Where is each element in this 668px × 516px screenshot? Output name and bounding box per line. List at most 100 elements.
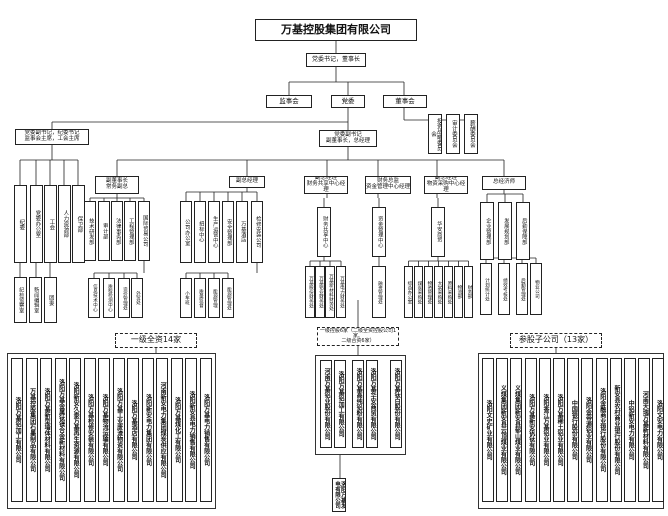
division-4-sub-3: 大宗采购处	[434, 266, 443, 318]
shareholding-company-12-label: 洛阳文安电力有限公司	[655, 400, 663, 460]
holding-company-0: 河南万基铝业股份有限公司	[320, 360, 332, 448]
wholly-owned-company-7: 洛阳万基工业废渣物资有限公司	[112, 358, 125, 502]
division-5-sub-2: 后勤管理处	[516, 263, 528, 315]
shareholding-company-9-label: 新安县农村商业银行股份有限公司	[612, 385, 620, 475]
shareholding-company-11-label: 河南天瑞万基新材料有限公司	[641, 391, 649, 469]
wholly-owned-company-3-label: 洛阳万基金属钛镁合金新材料有限公司	[57, 379, 65, 481]
division-4-sub-5-label: 物流部	[456, 285, 462, 299]
division-4-sub-4-label: 原料采购处	[446, 280, 452, 304]
division-0-sub-0-label: 信息技术中心	[92, 284, 98, 312]
left-unit-2: 工会	[44, 185, 57, 263]
division-1-unit-0-label: 公司办公室	[183, 218, 190, 246]
left-unit-4-label: 保卫部	[76, 215, 83, 233]
shareholding-company-4: 洛阳香江万基铝业有限公司	[538, 358, 551, 502]
division-2-head-line-1: 财务共享中心经理	[306, 181, 346, 193]
division-1-sub-2: 能源管理	[208, 278, 220, 318]
division-4-unit-0: 华安商贸	[431, 207, 445, 257]
division-0-unit-4: 国际贸易公司	[138, 201, 150, 261]
holding-company-4: 洛阳万基钛白股份有限公司	[390, 360, 402, 448]
shareholding-company-12: 洛阳文安电力有限公司	[652, 358, 665, 502]
division-4-sub-2: 物资管理处	[424, 266, 433, 318]
party-committee: 党委	[331, 95, 365, 108]
left-unit-3-label: 人力资源部	[62, 210, 69, 238]
division-0-unit-3-label: 工程管理部	[127, 217, 134, 245]
division-0-sub-3: 外贸处	[131, 278, 143, 318]
division-0-unit-1: 审计部	[98, 201, 110, 261]
division-5-head-line-0: 总经济师	[492, 179, 515, 186]
wholly-owned-company-11: 洛阳万基煤化工有限公司	[170, 358, 183, 502]
board-committee-2: 薪酬委员会	[464, 114, 478, 154]
holding-company-1-label: 洛阳万基铝加工有限公司	[337, 371, 345, 437]
holding-company-1: 洛阳万基铝加工有限公司	[334, 360, 346, 448]
wholly-owned-group-label-label: 一级全资14家	[130, 335, 182, 345]
wholly-owned-company-7-label: 洛阳万基工业废渣物资有限公司	[115, 388, 123, 472]
division-2-sub-0-label: 万基股份财务处	[308, 275, 314, 309]
division-4-sub-5: 物流部	[454, 266, 463, 318]
shareholding-company-5: 洛阳万基稀土铝业有限公司	[553, 358, 565, 502]
division-0-sub-3-label: 外贸处	[135, 291, 141, 305]
division-3-head: 财务总监资金管理中心经理	[365, 176, 411, 194]
deputy-party-secretary: 党委副书记，纪委书记监事会主席，工会主席	[15, 129, 89, 145]
wholly-owned-company-1: 万基控股集团石墨制品有限公司	[25, 358, 38, 502]
division-1-sub-2-label: 能源管理	[212, 288, 218, 308]
division-5-sub-3: 物业公司	[530, 263, 542, 315]
division-1-unit-0: 公司办公室	[180, 201, 192, 263]
holding-company-3-label: 洛阳万基华安商贸有限公司	[369, 368, 377, 440]
wholly-owned-company-12-label: 洛阳新安县电力销售有限公司	[188, 391, 196, 469]
division-0-unit-2: 法律事务部	[111, 201, 123, 261]
division-1-head-line-0: 副总经理	[235, 178, 258, 185]
wholly-owned-company-9: 洛阳新安电力集团有限公司	[141, 358, 154, 502]
division-1-sub-1-label: 质量监督	[198, 288, 204, 308]
holding-company-3: 洛阳万基华安商贸有限公司	[366, 360, 378, 448]
division-5-unit-2-label: 后勤保障部	[520, 217, 527, 245]
division-2-sub-1-label: 万基铝业财务处	[318, 275, 324, 309]
division-2-sub-3-label: 万基电力财务处	[339, 275, 345, 309]
division-1-unit-4: 万基酒店	[236, 201, 248, 263]
shareholding-company-8-label: 洛阳金融商业银行股份有限公司	[598, 388, 606, 472]
division-2-sub-2-label: 万基新材料财务处	[328, 273, 334, 311]
wholly-owned-company-8: 洛阳万基酒店有限公司	[127, 358, 139, 502]
wholly-owned-group-label: 一级全资14家	[115, 333, 197, 348]
division-4-head: 副总经理物资采购中心经理	[424, 176, 468, 194]
shareholding-company-4-label: 洛阳香江万基铝业有限公司	[541, 394, 549, 466]
division-3-unit-0-label: 资金管理中心	[376, 216, 383, 248]
division-2-sub-2: 万基新材料财务处	[325, 266, 335, 318]
wholly-owned-company-12: 洛阳新安县电力销售有限公司	[185, 358, 197, 502]
holding-company-2-label: 洛阳万基高纯铝粉有限公司	[355, 368, 363, 440]
division-1-unit-2-label: 生产运营中心	[211, 216, 218, 248]
division-3-head-line-0: 财务总监	[376, 178, 399, 185]
division-4-sub-6: 财务部	[464, 266, 473, 318]
left-sub-2-label: 团委	[48, 294, 55, 306]
division-0-unit-1-label: 审计部	[101, 223, 108, 239]
board-committee-0: 投资战略委员会	[428, 114, 442, 154]
holding-group-label-line-1: 二级合资6家）	[341, 338, 375, 345]
holding-company-2: 洛阳万基高纯铝粉有限公司	[352, 360, 364, 448]
deputy-party-secretary-line-1: 监事会主席，工会主席	[24, 136, 80, 142]
wholly-owned-company-3: 洛阳万基金属钛镁合金新材料有限公司	[54, 358, 67, 502]
wholly-owned-company-2: 洛阳万基新型墙体材料有限公司	[40, 358, 52, 502]
division-3-sub-0-label: 融资管理处	[377, 280, 383, 304]
board-committee-0-label: 投资战略委员会	[430, 117, 442, 151]
division-0-head: 副董事长常务副总	[95, 176, 139, 194]
division-1-unit-2: 生产运营中心	[208, 201, 220, 263]
shareholding-company-7: 洛阳金帝源铝业有限公司	[581, 358, 594, 502]
division-2-unit-0: 财务共享中心	[317, 207, 331, 257]
wholly-owned-company-5: 洛阳万基检修安装有限公司	[83, 358, 96, 502]
division-5-unit-1: 发展规划部	[498, 202, 512, 260]
left-sub-0: 纪检监察室	[14, 277, 27, 323]
division-2-sub-1: 万基铝业财务处	[315, 266, 325, 318]
wholly-owned-company-13-label: 洛阳万基电力销售有限公司	[202, 394, 210, 466]
shareholding-company-0: 洛阳文史矿业有限公司	[482, 358, 494, 502]
division-5-sub-1: 绩效考核处	[498, 263, 510, 315]
left-sub-2: 团委	[44, 277, 57, 323]
division-3-head-line-1: 资金管理中心经理	[366, 184, 411, 190]
wholly-owned-company-5-label: 洛阳万基检修安装有限公司	[86, 394, 94, 466]
division-4-sub-0: 综合办公室	[404, 266, 413, 318]
division-2-sub-3: 万基电力财务处	[336, 266, 346, 318]
division-1-unit-1-label: 招标中心	[197, 221, 204, 243]
division-0-unit-4-label: 国际贸易公司	[141, 215, 148, 247]
division-4-head-line-0: 副总经理	[434, 176, 457, 182]
division-4-sub-3-label: 大宗采购处	[436, 280, 442, 304]
supervisory-board-label: 监事会	[279, 97, 299, 106]
